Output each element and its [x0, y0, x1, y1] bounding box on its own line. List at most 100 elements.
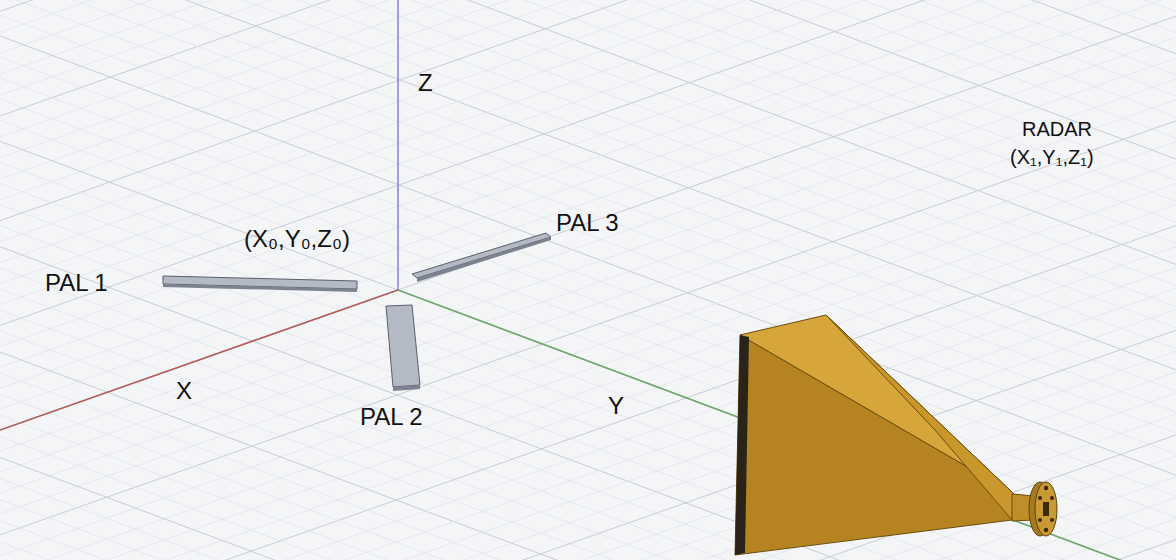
part-name: PAL 3: [556, 210, 619, 236]
coordinate-label: (X₀,Y₀,Z₀): [244, 226, 350, 252]
horn-aperture: [735, 335, 749, 555]
y-axis: [398, 290, 1176, 560]
z-axis: [397, 0, 399, 290]
flange-hole: [1038, 518, 1042, 522]
coordinate-label: (X₁,Y₁,Z₁): [1010, 146, 1094, 168]
flange: [1035, 482, 1057, 536]
axis-label: X: [176, 378, 192, 404]
axis-label: Y: [608, 393, 624, 419]
x-axis: [0, 290, 398, 430]
flange-hole: [1044, 528, 1048, 532]
plate-pal2-edge: [393, 385, 420, 391]
horn-side-face: [826, 315, 1014, 520]
plate-pal3-edge: [417, 237, 551, 282]
flange-hole: [1050, 496, 1054, 500]
flange-hole: [1044, 486, 1048, 490]
axis-label: Z: [418, 70, 433, 96]
part-name: PAL 2: [360, 404, 423, 430]
flange-hole: [1050, 518, 1054, 522]
flange-port: [1043, 502, 1049, 516]
